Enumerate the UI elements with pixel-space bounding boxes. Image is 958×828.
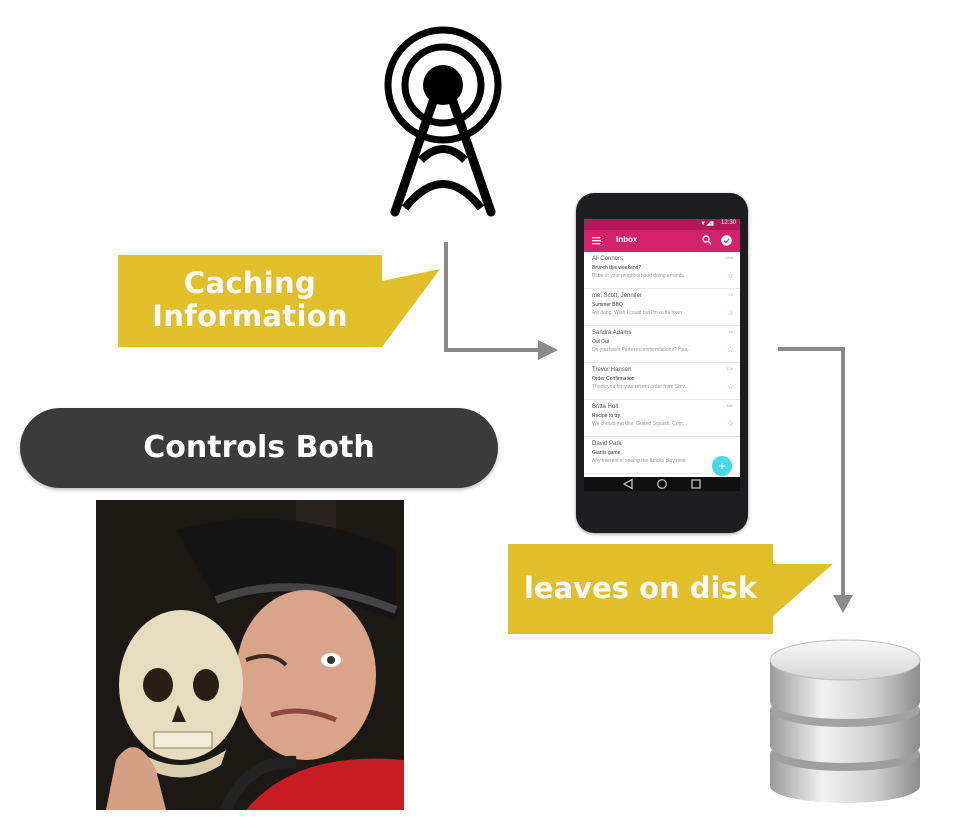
search-icon[interactable] — [702, 235, 712, 245]
compose-fab-button[interactable]: + — [712, 456, 732, 476]
email-preview: We should eat this: Grated Squash, Corn.… — [592, 421, 688, 427]
email-time: 12h — [726, 366, 733, 371]
phone-screen: ▼◢▮ 12:30 Inbox Ali Connors Brunch this … — [584, 219, 740, 491]
status-bar: ▼◢▮ 12:30 — [584, 219, 740, 230]
inbox-title: Inbox — [616, 235, 638, 244]
email-subject: Giants game — [592, 450, 621, 456]
email-subject: Oui Oui — [592, 339, 609, 345]
leaves-on-disk-label: leaves on disk — [523, 571, 758, 605]
caching-information-banner: Caching Information — [118, 255, 440, 347]
arrow-tower-to-phone — [444, 242, 558, 360]
email-sender: Sandra Adams — [592, 330, 632, 336]
email-item[interactable]: Ali Connors Brunch this weekend? I'll be… — [584, 252, 740, 289]
email-subject: Recipe to try — [592, 413, 621, 419]
email-preview: Any interest in seeing the Knicks play n… — [592, 458, 686, 464]
email-item[interactable]: me, Scott, Jennifer Summer BBQ Aw dang. … — [584, 289, 740, 326]
email-subject: Order Confirmation — [592, 376, 635, 382]
email-sender: Britta Holt — [592, 404, 619, 410]
signal-battery-icon: ▼◢▮ — [700, 221, 714, 227]
email-item[interactable]: Trevor Hansen Order Confirmation Thank y… — [584, 363, 740, 400]
check-icon[interactable] — [721, 235, 732, 246]
email-subject: Summer BBQ — [592, 302, 623, 308]
caching-information-label: Caching Information — [152, 266, 348, 334]
star-icon[interactable]: ☆ — [726, 271, 734, 280]
database-icon — [769, 639, 921, 803]
email-subject: Brunch this weekend? — [592, 265, 642, 271]
status-time: 12:30 — [720, 220, 736, 226]
controls-both-pill: Controls Both — [20, 408, 498, 488]
radio-tower-icon — [384, 26, 502, 217]
email-time: 6h — [728, 329, 733, 334]
app-bar: Inbox — [584, 230, 740, 252]
star-icon[interactable]: ☆ — [726, 308, 734, 317]
email-item[interactable]: Britta Holt Recipe to try We should eat … — [584, 400, 740, 437]
email-preview: Aw dang. Wish I could but I'm outta town — [592, 310, 683, 316]
email-sender: David Park — [592, 441, 622, 447]
email-sender: Ali Connors — [592, 256, 624, 262]
star-icon[interactable]: ☆ — [726, 382, 734, 391]
home-icon[interactable] — [657, 479, 667, 489]
star-icon[interactable]: ☆ — [726, 345, 734, 354]
pirate-with-skull-photo — [96, 500, 404, 810]
email-time: 15m — [725, 255, 733, 260]
email-sender: me, Scott, Jennifer — [592, 293, 643, 299]
menu-icon[interactable] — [592, 236, 601, 245]
controls-both-label: Controls Both — [143, 430, 375, 465]
email-preview: Thank you for your recent order from Ste… — [592, 384, 689, 390]
email-preview: I'll be in your neighborhood doing erran… — [592, 273, 684, 279]
android-nav-bar — [584, 477, 740, 491]
star-icon[interactable]: ☆ — [726, 419, 734, 428]
email-time: 2h — [728, 292, 733, 297]
email-sender: Trevor Hansen — [592, 367, 632, 373]
email-item[interactable]: Sandra Adams Oui Oui Do you have Paris r… — [584, 326, 740, 363]
email-list: Ali Connors Brunch this weekend? I'll be… — [584, 252, 740, 474]
email-time: 18h — [726, 403, 733, 408]
back-icon[interactable] — [622, 478, 633, 490]
email-preview: Do you have Paris recommendations? Hav..… — [592, 347, 691, 353]
recents-icon[interactable] — [691, 479, 701, 489]
leaves-on-disk-banner: leaves on disk — [508, 544, 833, 634]
android-phone: ▼◢▮ 12:30 Inbox Ali Connors Brunch this … — [576, 193, 748, 533]
